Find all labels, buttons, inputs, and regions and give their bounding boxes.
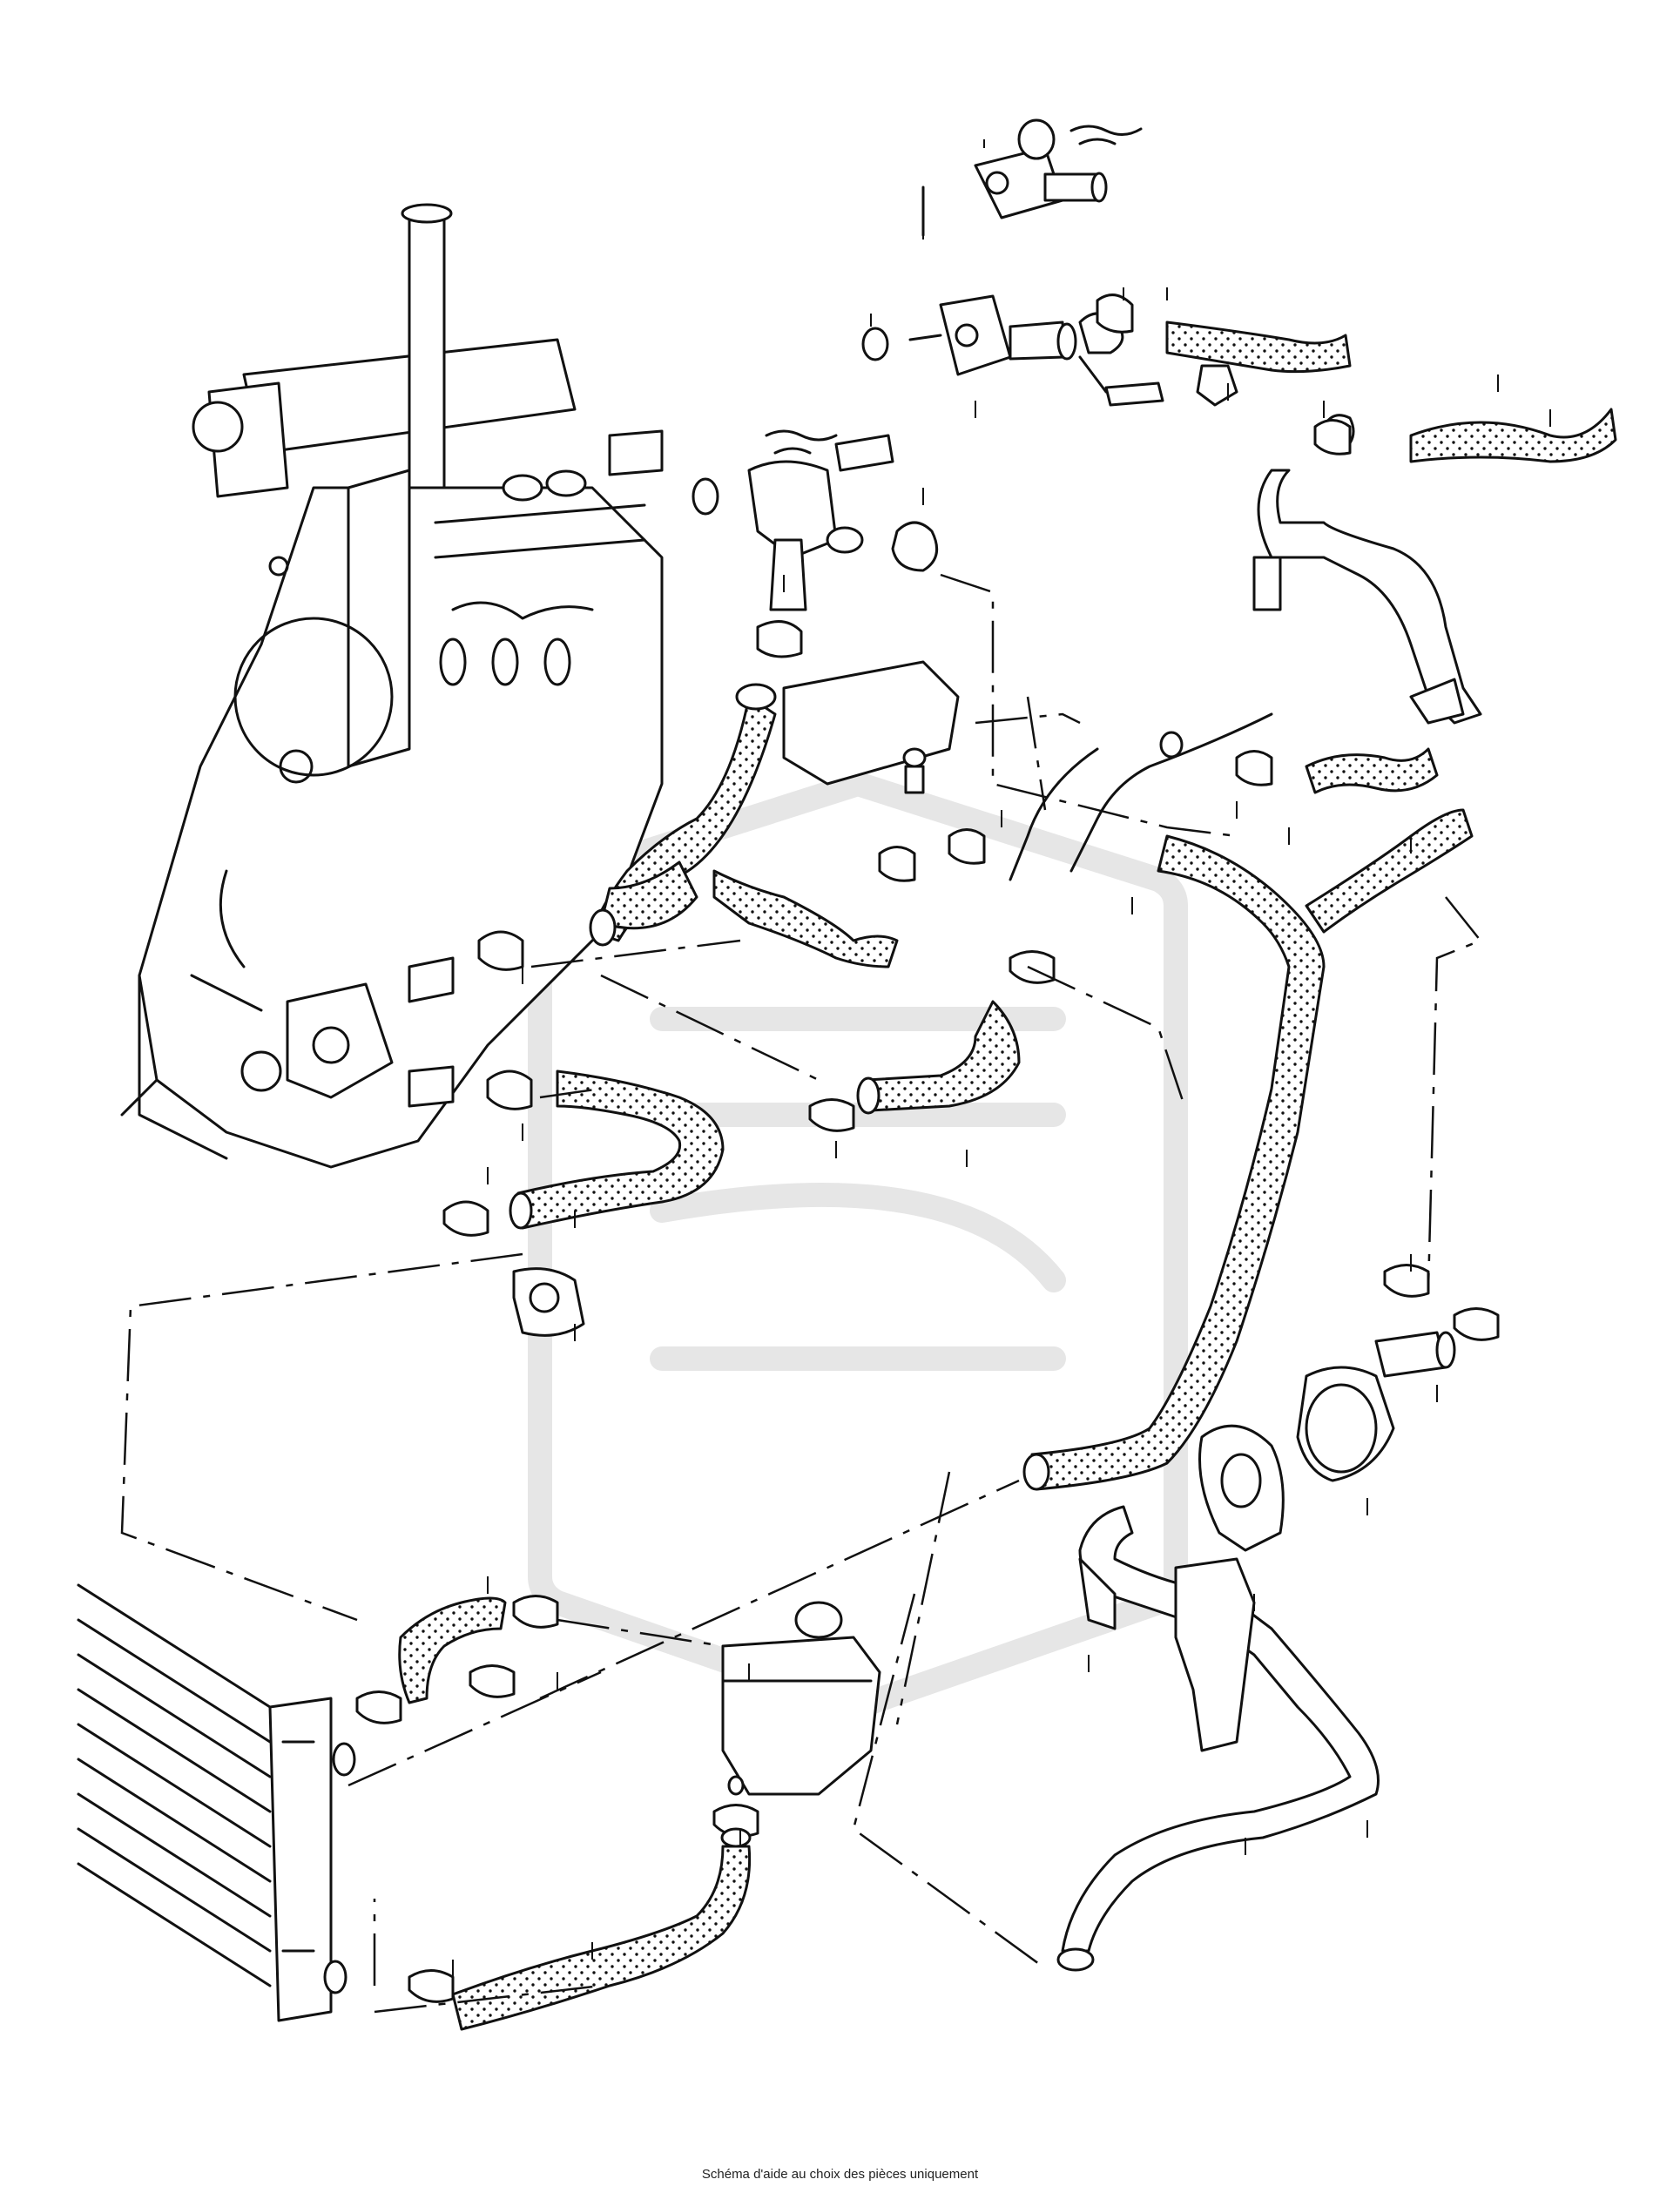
coolant-filter xyxy=(1296,1331,1456,1482)
upper-hose-right xyxy=(1165,321,1617,463)
engine-block xyxy=(120,203,664,1169)
center-hoses xyxy=(589,683,1021,1115)
long-hose-right xyxy=(1022,747,1474,1491)
expansion-tank xyxy=(721,1601,881,1796)
metal-coolant-pipe-upper xyxy=(1009,469,1482,881)
thermostat-assembly xyxy=(861,294,1238,407)
lower-coolant-pipe xyxy=(1056,1424,1380,1972)
thermostat-housing-upper xyxy=(921,118,1143,237)
index-ticks xyxy=(452,139,1551,1977)
radiator xyxy=(77,1583,356,2022)
coolant-flange xyxy=(782,660,960,794)
thermostat-t-piece xyxy=(692,429,894,611)
leader-lines xyxy=(120,573,1483,2014)
lower-hose-left xyxy=(509,1070,725,1337)
hose-clamps xyxy=(355,294,1500,2003)
diagram-caption: Schéma d'aide au choix des pièces unique… xyxy=(701,2167,979,2182)
